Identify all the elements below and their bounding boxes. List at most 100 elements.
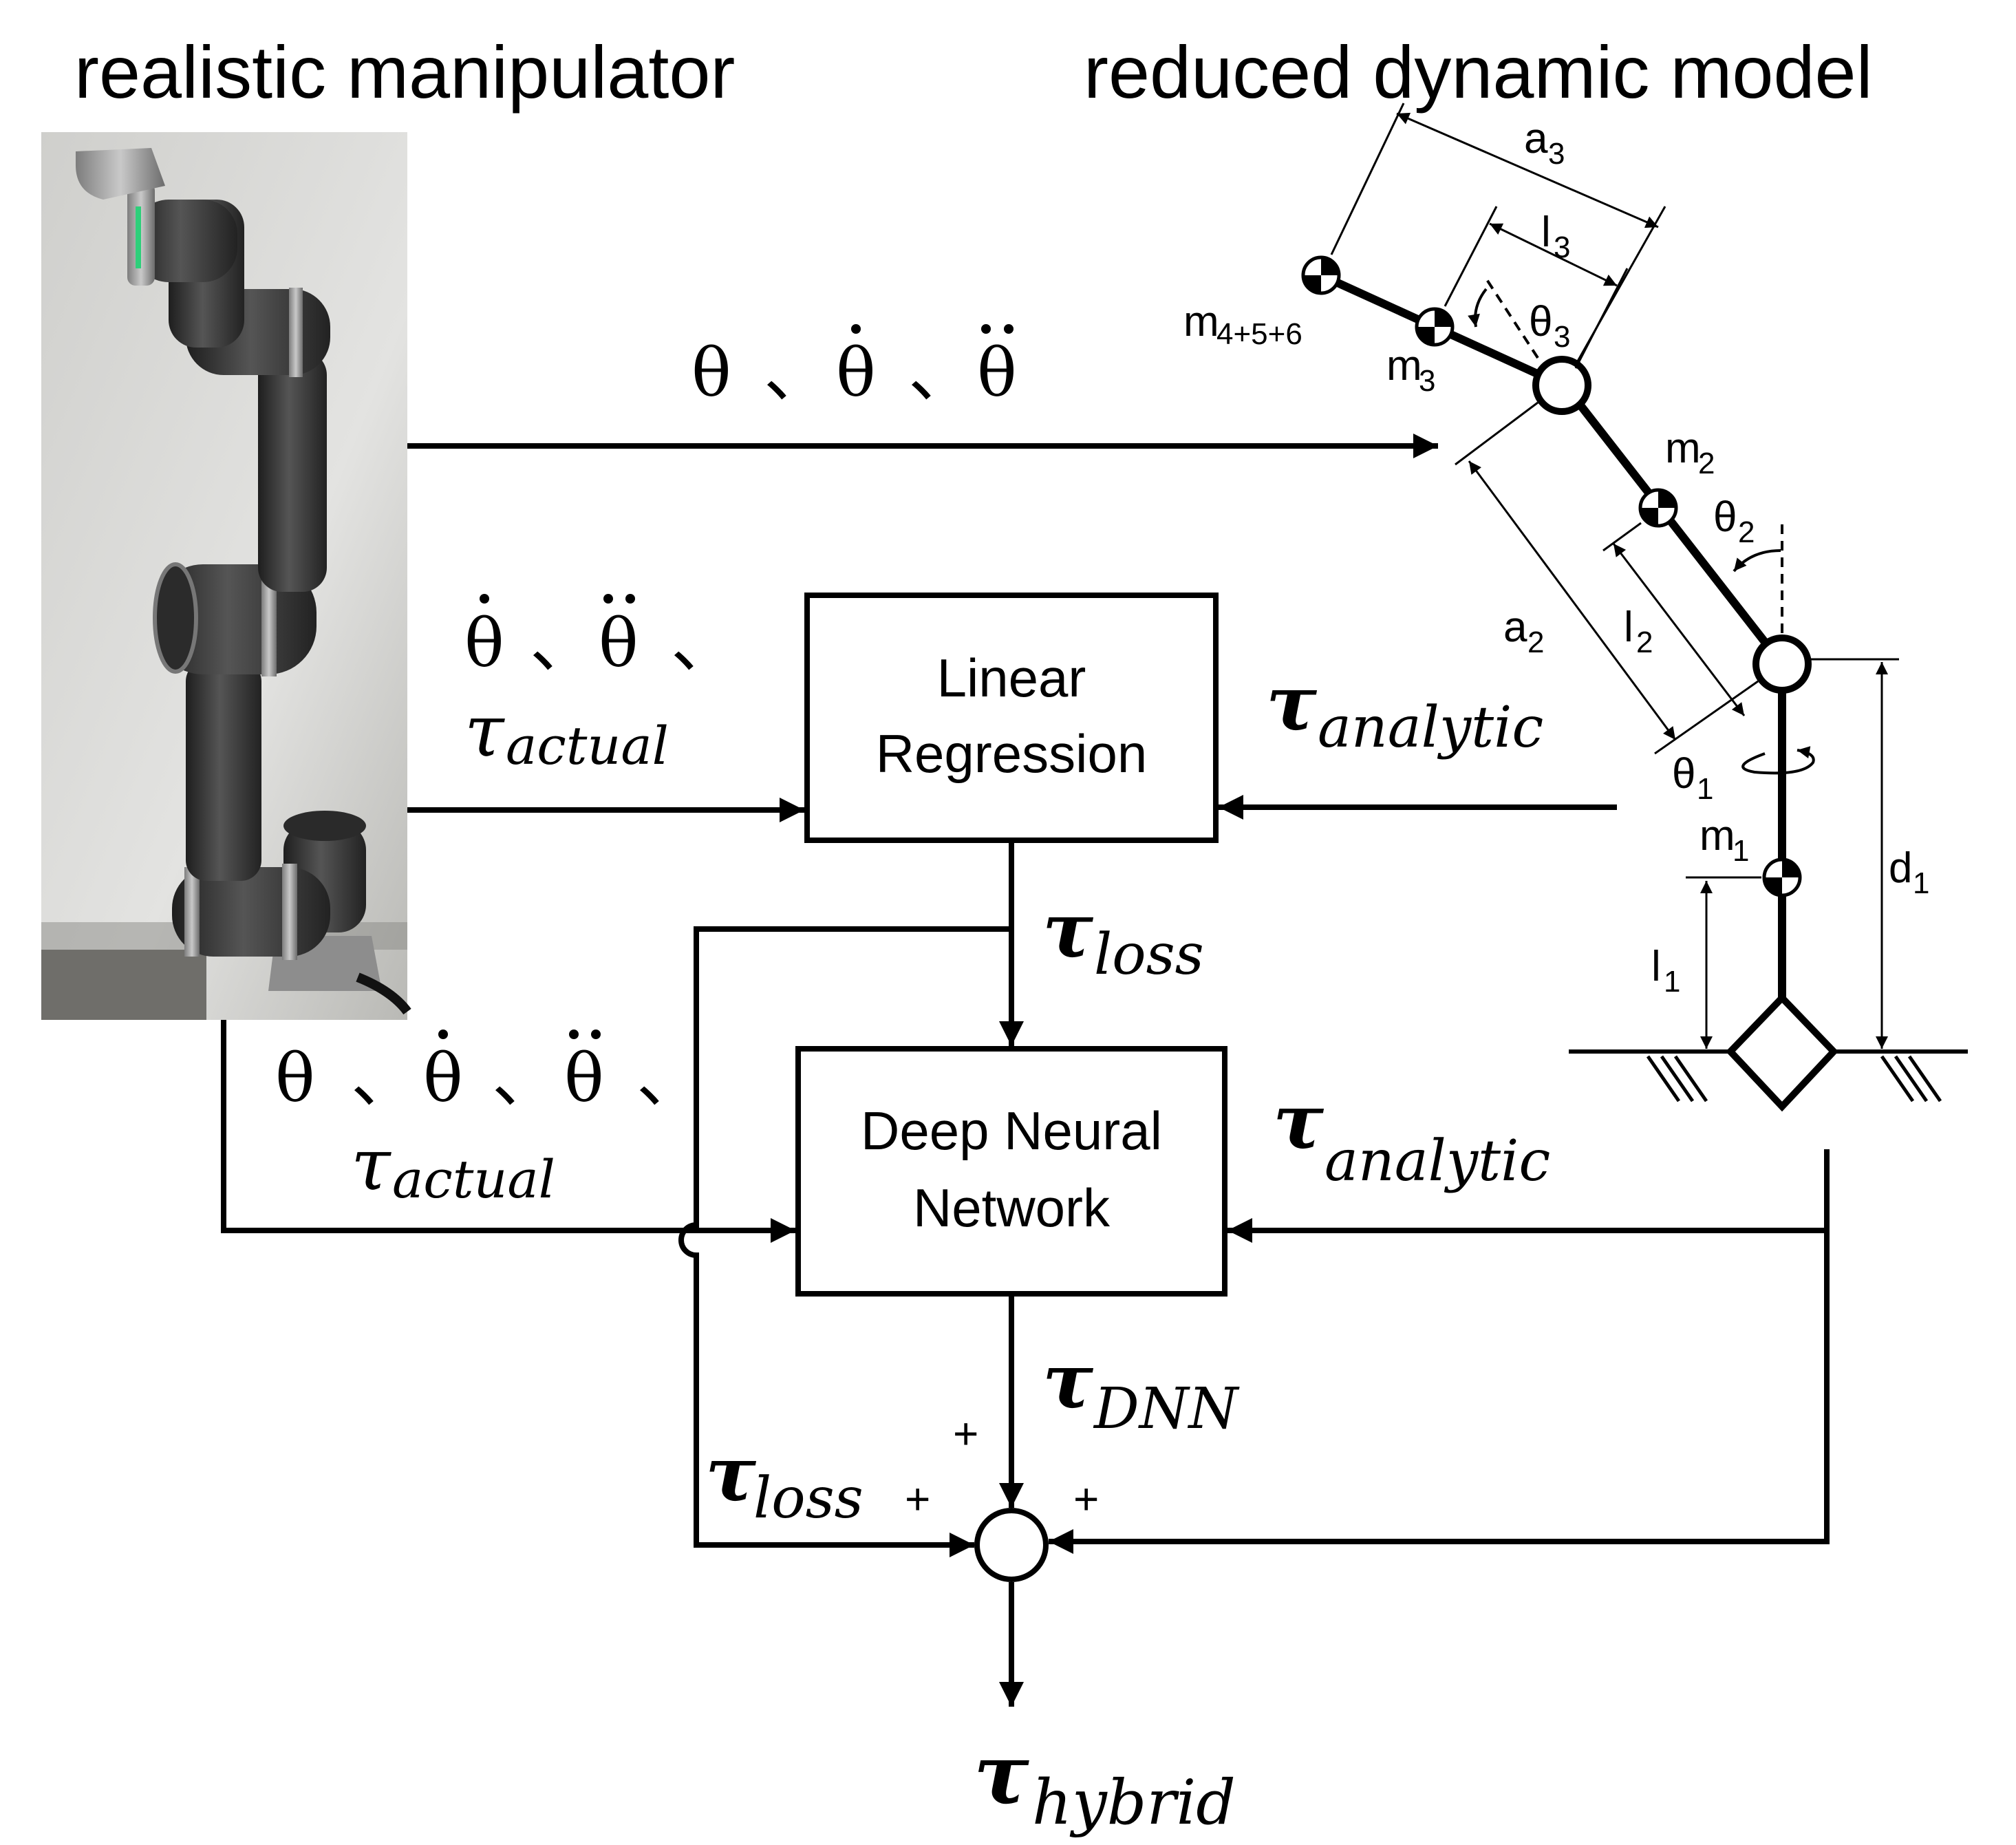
svg-text:2: 2 bbox=[1636, 626, 1653, 659]
arrow-analytic-to-sum bbox=[1049, 1230, 1830, 1554]
svg-text:1: 1 bbox=[1664, 965, 1680, 999]
label-lr-inputs: θ 、 θ 、 τ actual bbox=[464, 594, 737, 776]
title-realistic-manipulator: realistic manipulator bbox=[74, 30, 735, 114]
svg-text:hybrid: hybrid bbox=[1032, 1767, 1236, 1839]
svg-text:θ: θ bbox=[977, 334, 1017, 412]
mass-marker-m3 bbox=[1415, 307, 1455, 347]
robot-led bbox=[136, 206, 141, 268]
label-top-states: θ 、 θ 、 θ bbox=[691, 324, 1017, 412]
svg-text:θ: θ bbox=[423, 1040, 463, 1117]
joint-1 bbox=[1752, 634, 1812, 694]
svg-text:2: 2 bbox=[1738, 515, 1755, 549]
svg-text:θ: θ bbox=[1672, 750, 1695, 798]
svg-text:m: m bbox=[1699, 812, 1735, 860]
svg-text:l: l bbox=[1541, 209, 1551, 256]
svg-text:τ: τ bbox=[464, 689, 505, 773]
svg-text:loss: loss bbox=[753, 1466, 864, 1531]
svg-text:θ: θ bbox=[564, 1040, 604, 1117]
svg-text:、: 、 bbox=[530, 605, 596, 682]
dnn-label-line1: Deep Neural bbox=[861, 1100, 1162, 1161]
photo-table bbox=[41, 950, 206, 1020]
theta2-arc bbox=[1733, 549, 1781, 573]
label-tau-hybrid: τ hybrid bbox=[974, 1726, 1236, 1839]
robot-photo bbox=[41, 132, 411, 1020]
svg-text:DNN: DNN bbox=[1093, 1376, 1240, 1442]
base-diamond bbox=[1726, 992, 1838, 1112]
joint-2 bbox=[1532, 356, 1591, 415]
label-tau-analytic-upper: τ analytic bbox=[1266, 659, 1543, 760]
label-m2: m2 bbox=[1665, 425, 1715, 480]
svg-text:1: 1 bbox=[1733, 834, 1749, 868]
svg-text:τ: τ bbox=[1273, 1077, 1325, 1166]
loss-feedforward-line bbox=[678, 926, 1011, 1557]
svg-text:actual: actual bbox=[506, 715, 669, 776]
linear-regression-block bbox=[804, 593, 1219, 843]
svg-text:、: 、 bbox=[492, 1040, 558, 1117]
svg-text:analytic: analytic bbox=[1318, 695, 1543, 760]
svg-text:m: m bbox=[1386, 342, 1422, 390]
svg-text:τ: τ bbox=[705, 1429, 757, 1518]
label-m456: m4+5+6 bbox=[1183, 298, 1302, 351]
svg-text:m: m bbox=[1183, 298, 1219, 345]
svg-text:τ: τ bbox=[351, 1122, 392, 1206]
theta1-rotation bbox=[1741, 746, 1815, 775]
svg-text:、: 、 bbox=[351, 1040, 417, 1117]
svg-text:θ: θ bbox=[275, 1040, 315, 1117]
svg-text:3: 3 bbox=[1554, 231, 1570, 264]
svg-text:3: 3 bbox=[1554, 320, 1570, 354]
robot-forearm bbox=[186, 661, 261, 881]
connections bbox=[221, 434, 1830, 1707]
svg-text:1: 1 bbox=[1697, 772, 1713, 806]
label-tau-analytic-lower: τ analytic bbox=[1273, 1077, 1550, 1194]
svg-text:θ: θ bbox=[836, 334, 876, 412]
svg-text:3: 3 bbox=[1419, 364, 1435, 398]
svg-text:1: 1 bbox=[1913, 866, 1929, 900]
svg-text:a: a bbox=[1524, 115, 1548, 162]
theta3-arc bbox=[1468, 288, 1488, 328]
svg-text:τ: τ bbox=[1042, 1336, 1094, 1425]
ground-hatch bbox=[1646, 1055, 1942, 1102]
svg-text:actual: actual bbox=[392, 1149, 555, 1210]
svg-text:θ: θ bbox=[464, 605, 504, 682]
svg-text:θ: θ bbox=[599, 605, 639, 682]
plus-sign-dnn: + bbox=[953, 1409, 978, 1458]
svg-text:、: 、 bbox=[636, 1040, 703, 1117]
svg-text:m: m bbox=[1665, 425, 1701, 472]
robot-upper-arm bbox=[258, 351, 327, 592]
svg-text:loss: loss bbox=[1094, 922, 1204, 988]
mass-marker-m456 bbox=[1301, 255, 1341, 295]
svg-text:θ: θ bbox=[1529, 298, 1552, 345]
link-2 bbox=[1572, 395, 1786, 668]
svg-text:4+5+6: 4+5+6 bbox=[1216, 317, 1302, 351]
svg-text:θ: θ bbox=[1713, 493, 1737, 541]
svg-text:τ: τ bbox=[1266, 659, 1318, 747]
linear-regression-label-line2: Regression bbox=[876, 723, 1148, 784]
linear-regression-label-line1: Linear bbox=[937, 648, 1086, 708]
svg-text:a: a bbox=[1503, 604, 1527, 651]
svg-text:2: 2 bbox=[1527, 626, 1544, 659]
label-m3: m3 bbox=[1386, 342, 1435, 398]
label-dnn-inputs: θ 、 θ 、 θ 、 τ actual bbox=[275, 1030, 703, 1210]
mass-marker-m1 bbox=[1762, 857, 1802, 897]
svg-text:τ: τ bbox=[1042, 886, 1094, 974]
summing-junction bbox=[974, 1508, 1049, 1582]
svg-text:2: 2 bbox=[1698, 447, 1715, 480]
svg-text:d: d bbox=[1889, 844, 1912, 892]
dim-l3 bbox=[1489, 222, 1618, 287]
svg-text:3: 3 bbox=[1548, 137, 1565, 171]
svg-text:θ: θ bbox=[691, 334, 731, 412]
svg-text:l: l bbox=[1624, 604, 1633, 651]
svg-text:、: 、 bbox=[764, 334, 830, 412]
arrow-states-to-dnn bbox=[221, 1020, 795, 1243]
title-reduced-dynamic-model: reduced dynamic model bbox=[1084, 30, 1873, 114]
svg-text:l: l bbox=[1651, 943, 1661, 990]
